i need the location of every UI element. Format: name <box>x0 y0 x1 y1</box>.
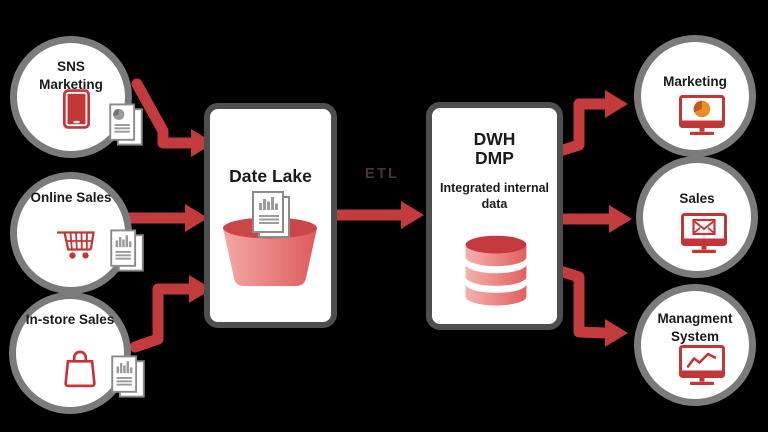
dwh-subtitle-line: Integrated internal <box>439 181 550 195</box>
monitor-pie-chart-icon <box>679 95 725 135</box>
source-circle-online-sales: Online Sales <box>10 172 144 294</box>
dwh-title: DWH DMP <box>432 130 557 168</box>
source-label: SNS Marketing <box>17 58 125 93</box>
dwh-title-line: DWH <box>473 129 516 149</box>
source-label: In-store Sales <box>16 311 124 329</box>
etl-label: ETL <box>364 165 400 182</box>
date-lake-title: Date Lake <box>229 166 312 186</box>
output-label: Managment System <box>641 310 749 345</box>
smartphone-icon <box>63 89 90 129</box>
source-circle-sns-marketing: SNS Marketing <box>10 36 143 158</box>
output-circle-sales: Sales <box>636 156 758 278</box>
label-line: Marketing <box>663 74 727 89</box>
output-label: Marketing <box>641 73 749 91</box>
dwh-dmp-box: DWH DMP Integrated internal data <box>426 102 563 330</box>
label-line: System <box>670 328 720 344</box>
label-line: SNS <box>57 59 85 74</box>
output-circle-management-system: Managment System <box>634 284 756 406</box>
source-label: Online Sales <box>17 189 125 207</box>
bucket-with-documents-icon <box>223 191 317 286</box>
label-line: Sales <box>679 191 715 206</box>
arrow-dwh-to-management <box>554 265 628 347</box>
monitor-line-chart-icon <box>679 345 725 385</box>
arrow-lake-to-dwh <box>332 201 424 229</box>
dwh-title-line: DMP <box>475 148 514 168</box>
database-icon <box>465 235 527 306</box>
arrow-instore-to-lake <box>129 275 212 353</box>
dwh-subtitle: Integrated internal data <box>432 181 557 212</box>
documents-icon <box>252 191 290 238</box>
document-bar-chart-icon <box>110 229 144 272</box>
output-circle-marketing: Marketing <box>634 35 756 157</box>
shopping-bag-icon <box>64 350 96 388</box>
dwh-subtitle-line: data <box>481 196 508 211</box>
arrow-dwh-to-sales <box>554 205 632 233</box>
arrow-online-to-lake <box>120 204 208 232</box>
label-line: Online Sales <box>30 190 112 205</box>
label-line: In-store Sales <box>25 312 115 327</box>
source-circle-instore-sales: In-store Sales <box>9 292 145 414</box>
label-line: Marketing <box>39 76 103 92</box>
monitor-mail-icon <box>681 213 727 253</box>
arrow-sns-to-lake <box>131 78 214 157</box>
arrow-dwh-to-marketing <box>554 90 628 157</box>
document-pie-chart-icon <box>109 103 143 146</box>
label-line: Managment <box>657 311 733 326</box>
output-label: Sales <box>643 190 751 208</box>
document-bar-chart-icon <box>111 355 145 398</box>
date-lake-box: Date Lake <box>204 103 337 328</box>
shopping-cart-icon <box>57 231 95 259</box>
